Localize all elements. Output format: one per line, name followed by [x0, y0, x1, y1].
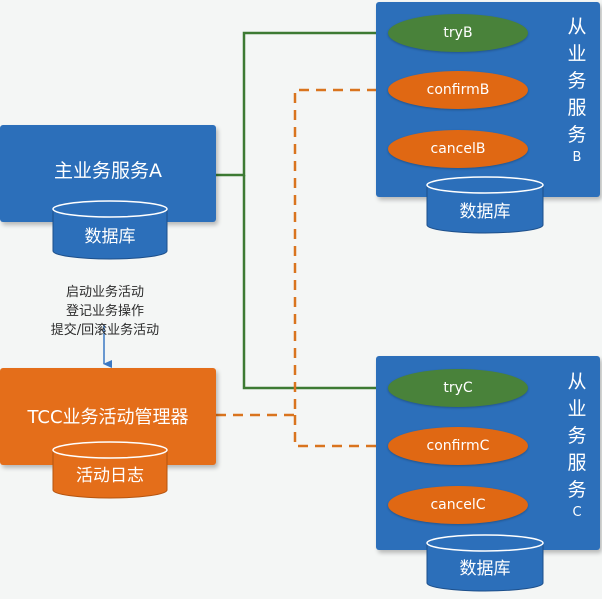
database-cylinder-icon [52, 441, 168, 499]
service-c-db: 数据库 [426, 534, 544, 592]
green-connector-to-tryB [216, 29, 387, 177]
confirmB-op: confirmB [388, 71, 528, 109]
orange-connector-to-confirmB [216, 86, 387, 417]
service-c-label: 从 业 务 服 务 C [567, 371, 587, 520]
annotation-notes: 启动业务活动 登记业务操作 提交/回滚业务活动 [20, 283, 190, 340]
database-cylinder-icon [52, 200, 168, 260]
database-cylinder-icon [426, 534, 544, 592]
service-b-db: 数据库 [426, 176, 544, 234]
tcc-manager-log: 活动日志 [52, 441, 168, 499]
tryC-op: tryC [388, 369, 528, 407]
note-register-operation: 登记业务操作 [65, 304, 144, 319]
cancelB-op: cancelB [388, 130, 528, 168]
confirmC-op: confirmC [388, 427, 528, 465]
main-service-db: 数据库 [52, 200, 168, 260]
service-b-db-label: 数据库 [459, 201, 511, 222]
service-c-db-label: 数据库 [459, 558, 511, 579]
tcc-manager-title: TCC业务活动管理器 [27, 407, 189, 428]
note-start-activity: 启动业务活动 [65, 285, 144, 300]
orange-connector-to-confirmC [293, 415, 387, 450]
main-service-db-label: 数据库 [84, 226, 136, 247]
main-service-title: 主业务服务A [54, 159, 162, 182]
cancelC-op: cancelC [388, 486, 528, 524]
database-cylinder-icon [426, 176, 544, 234]
tryB-op: tryB [388, 14, 528, 52]
note-commit-rollback: 提交/回滚业务活动 [50, 323, 160, 338]
service-b-label: 从 业 务 服 务 B [567, 16, 587, 165]
tcc-manager-log-label: 活动日志 [76, 465, 144, 486]
green-connector-to-tryC [242, 175, 387, 392]
